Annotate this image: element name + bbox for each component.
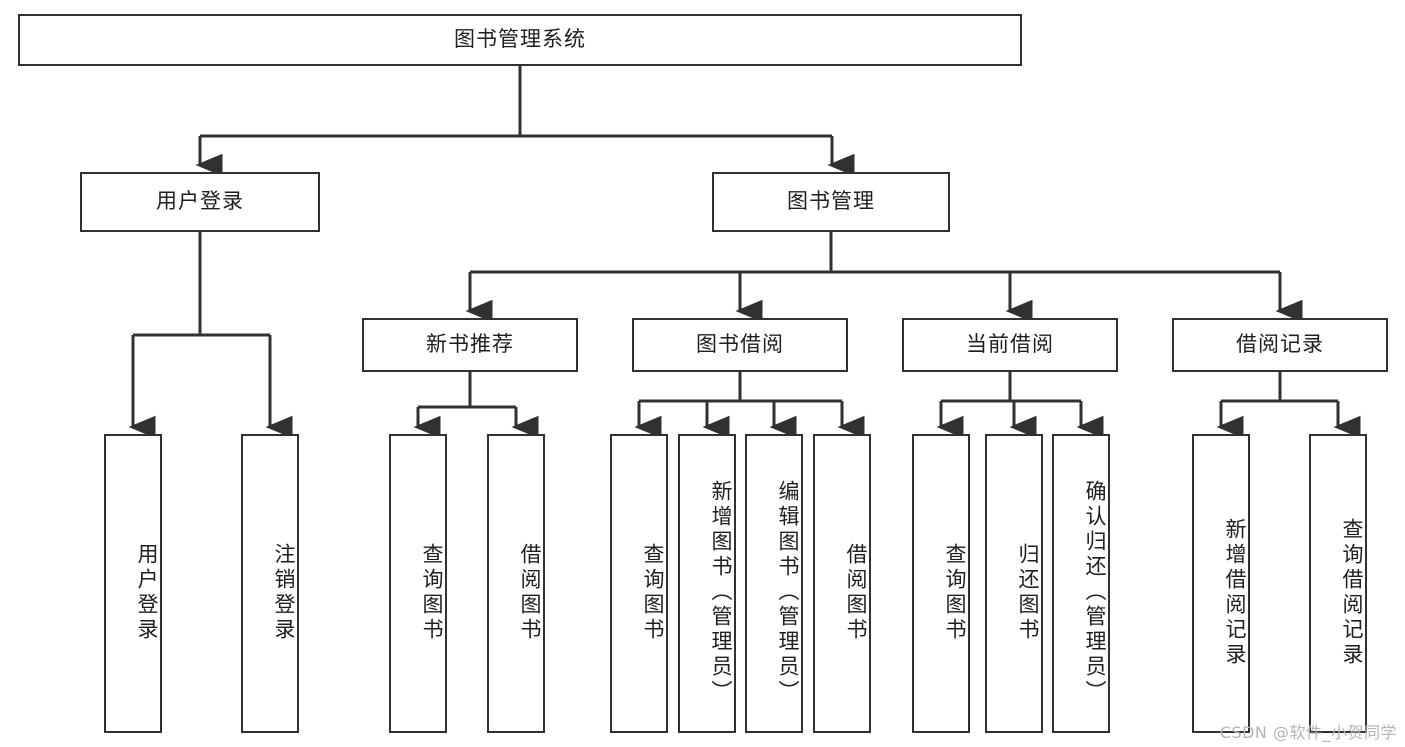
node-leaf-query-book-recommend-label: 查询图书 xyxy=(420,542,444,643)
node-leaf-query-record[interactable]: 查询借阅记录 xyxy=(1309,434,1367,733)
node-root[interactable]: 图书管理系统 xyxy=(18,14,1022,66)
node-leaf-query-book-borrow-label: 查询图书 xyxy=(641,542,665,643)
node-book-management[interactable]: 图书管理 xyxy=(712,172,950,232)
node-leaf-query-record-label: 查询借阅记录 xyxy=(1340,517,1364,668)
node-current-borrow-label: 当前借阅 xyxy=(966,332,1054,357)
node-leaf-edit-book[interactable]: 编辑图书（管理员） xyxy=(745,434,803,733)
node-leaf-query-book-current[interactable]: 查询图书 xyxy=(912,434,970,733)
node-book-management-label: 图书管理 xyxy=(787,189,875,214)
node-leaf-add-record[interactable]: 新增借阅记录 xyxy=(1192,434,1250,733)
node-leaf-borrow-book-recommend[interactable]: 借阅图书 xyxy=(487,434,545,733)
node-leaf-logout-label: 注销登录 xyxy=(272,542,296,643)
node-current-borrow[interactable]: 当前借阅 xyxy=(902,318,1118,372)
node-leaf-return-book[interactable]: 归还图书 xyxy=(985,434,1043,733)
node-borrow-records-label: 借阅记录 xyxy=(1236,332,1324,357)
node-leaf-add-record-label: 新增借阅记录 xyxy=(1223,517,1247,668)
node-book-borrow[interactable]: 图书借阅 xyxy=(632,318,848,372)
node-leaf-query-book-recommend[interactable]: 查询图书 xyxy=(389,434,447,733)
node-leaf-edit-book-label: 编辑图书（管理员） xyxy=(776,480,800,705)
node-new-book-recommend-label: 新书推荐 xyxy=(426,332,514,357)
node-leaf-add-book[interactable]: 新增图书（管理员） xyxy=(678,434,736,733)
node-user-login-label: 用户登录 xyxy=(156,189,244,214)
node-leaf-query-book-borrow[interactable]: 查询图书 xyxy=(610,434,668,733)
node-leaf-user-login-label: 用户登录 xyxy=(135,542,159,643)
node-leaf-logout[interactable]: 注销登录 xyxy=(241,434,299,733)
node-borrow-records[interactable]: 借阅记录 xyxy=(1172,318,1388,372)
node-leaf-return-book-label: 归还图书 xyxy=(1016,542,1040,643)
node-book-borrow-label: 图书借阅 xyxy=(696,332,784,357)
node-leaf-borrow-book-recommend-label: 借阅图书 xyxy=(518,542,542,643)
node-leaf-borrow-book[interactable]: 借阅图书 xyxy=(813,434,871,733)
node-user-login[interactable]: 用户登录 xyxy=(80,172,320,232)
node-leaf-confirm-return-label: 确认归还（管理员） xyxy=(1083,480,1107,705)
node-leaf-add-book-label: 新增图书（管理员） xyxy=(709,480,733,705)
node-leaf-query-book-current-label: 查询图书 xyxy=(943,542,967,643)
node-root-label: 图书管理系统 xyxy=(454,27,586,52)
node-new-book-recommend[interactable]: 新书推荐 xyxy=(362,318,578,372)
node-leaf-borrow-book-label: 借阅图书 xyxy=(844,542,868,643)
node-leaf-confirm-return[interactable]: 确认归还（管理员） xyxy=(1052,434,1110,733)
node-leaf-user-login[interactable]: 用户登录 xyxy=(104,434,162,733)
watermark-text: CSDN @软件_小贺同学 xyxy=(1219,723,1397,742)
